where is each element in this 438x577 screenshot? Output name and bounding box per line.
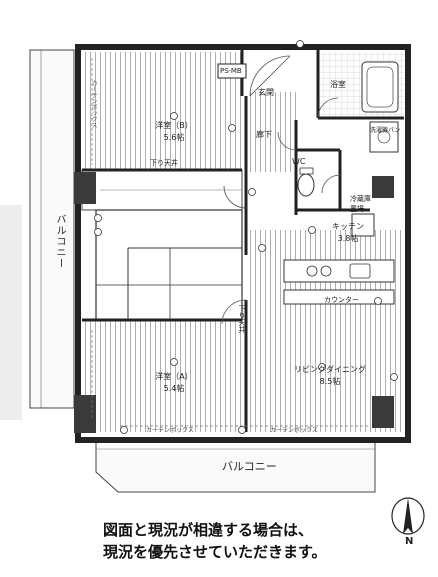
room-kitchen-name: キッチン: [332, 222, 364, 231]
label-curtain-box-top: カーテンボックス: [90, 80, 97, 128]
closet: [81, 169, 243, 321]
bathtub: [361, 61, 399, 113]
room-wc: WC: [292, 157, 306, 166]
room-western-b-name: 洋室（B）: [155, 121, 193, 130]
room-living-size: 8.5帖: [319, 377, 341, 386]
label-ceiling-drop-right: 下り天井: [238, 305, 246, 333]
label-ceiling-drop-top: 下り天井: [150, 159, 178, 167]
interior-walls: [82, 50, 404, 432]
disclaimer-line-1: 図面と現況が相違する場合は、: [103, 521, 314, 539]
room-fridge: 冷蔵庫 置場: [350, 195, 371, 213]
western-a-floor: [82, 320, 242, 432]
room-ps-mb: PS·MB: [220, 67, 242, 75]
room-living-name: リビングダイニング: [294, 365, 366, 374]
north-arrow-icon: [391, 497, 425, 535]
room-entrance: 玄関: [258, 88, 274, 97]
margin-strip: [0, 205, 22, 420]
room-hallway: 廊下: [256, 130, 272, 139]
washbasin: [369, 121, 399, 153]
toilet: [297, 167, 315, 197]
room-western-b-size: 5.6帖: [163, 133, 185, 142]
room-western-a-name: 洋室（A）: [155, 372, 193, 381]
label-balcony-bottom: バルコニー: [222, 460, 277, 473]
curtain-box-lines: [91, 58, 370, 427]
western-b-floor: [82, 52, 242, 170]
room-western-a-size: 5.4帖: [163, 384, 185, 393]
room-kitchen-size: 3.8帖: [337, 234, 359, 243]
label-curtain-box-bottom-left: カーテンボックス: [146, 427, 194, 434]
columns: [74, 63, 394, 433]
label-curtain-box-bottom-right: カーテンボックス: [270, 427, 318, 434]
disclaimer-note: 図面と現況が相違する場合は、 現況を優先させていただきます。: [103, 519, 327, 563]
hallway-floor: [250, 92, 296, 172]
bottom-balcony: [95, 439, 376, 493]
kitchen-counter: [283, 213, 395, 305]
outer-walls: [75, 44, 411, 443]
compass-label: N: [405, 536, 414, 547]
label-counter: カウンター: [324, 296, 359, 304]
disclaimer-line-2: 現況を優先させていただきます。: [103, 543, 327, 561]
label-balcony-side: バルコニー: [54, 214, 65, 269]
fixture-markers: [94, 40, 398, 434]
left-balcony: [29, 49, 75, 409]
room-bath: 浴室: [330, 80, 346, 89]
door-swings: [221, 55, 341, 325]
room-washer: 洗濯機パン: [370, 127, 401, 134]
